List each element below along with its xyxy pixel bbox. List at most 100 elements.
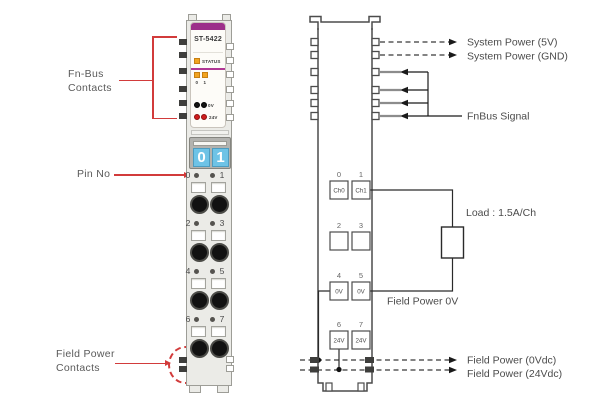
label-system-power-5v: System Power (5V) xyxy=(467,37,557,49)
24v-led xyxy=(194,114,200,120)
pin-number: 1 xyxy=(219,170,225,180)
terminal-hole xyxy=(190,243,209,262)
pin-number: 7 xyxy=(219,314,225,324)
pin-box-6 xyxy=(329,330,349,350)
fnbus-contact-tab xyxy=(179,100,187,106)
terminal-hole xyxy=(210,339,229,358)
terminal-release-slot xyxy=(211,230,226,241)
label-fnbus-signal: FnBus Signal xyxy=(467,111,529,123)
pin-number: 4 xyxy=(185,266,191,276)
pin-row-4-5: 4 5 xyxy=(184,266,232,312)
pin-box-5 xyxy=(351,281,371,301)
pin-dot xyxy=(210,220,215,226)
pin-no-leader-line xyxy=(114,174,184,176)
pin-number: 2 xyxy=(185,218,191,228)
24v-led-label: 24V xyxy=(209,115,218,120)
svg-text:5: 5 xyxy=(359,271,363,280)
module-notch xyxy=(226,365,234,372)
module-foot-left xyxy=(189,385,201,393)
field-power-contact-tab xyxy=(179,357,187,363)
fnbus-contact-tab xyxy=(179,39,187,45)
pin-dot xyxy=(194,268,199,274)
module-foot-right xyxy=(217,385,229,393)
svg-text:0V: 0V xyxy=(357,289,365,296)
terminal-hole xyxy=(190,339,209,358)
module-notch xyxy=(226,43,234,50)
arrow-right xyxy=(449,356,457,364)
status-led-label: STATUS xyxy=(202,59,221,64)
pin-dot xyxy=(194,172,199,178)
label-system-power-gnd: System Power (GND) xyxy=(467,51,568,63)
label-field-power-0v: Field Power 0V xyxy=(387,296,458,308)
pin-dot xyxy=(194,220,199,226)
module-notch xyxy=(226,100,234,107)
pin-row-6-7: 6 7 xyxy=(184,314,232,360)
arrow-right xyxy=(449,366,457,374)
terminal-hole xyxy=(210,291,229,310)
0v-led xyxy=(194,102,200,108)
svg-text:2: 2 xyxy=(337,221,341,230)
wiring-diagram: System Power (5V) System Power (GND) FnB… xyxy=(300,15,568,392)
pin-box-2 xyxy=(329,231,349,251)
svg-text:6: 6 xyxy=(337,320,341,329)
pin-number: 3 xyxy=(219,218,225,228)
arrow-left xyxy=(400,68,408,76)
fnbus-bracket-bottom xyxy=(152,117,177,119)
svg-text:24V: 24V xyxy=(333,338,345,345)
load-circuit xyxy=(317,189,465,370)
panel-color-band xyxy=(191,23,225,30)
pin-number: 5 xyxy=(219,266,225,276)
pin-dot xyxy=(210,172,215,178)
svg-text:4: 4 xyxy=(337,271,341,280)
field-power-contacts-label: Field Power Contacts xyxy=(56,347,115,375)
pin-no-label: Pin No xyxy=(77,168,111,180)
panel-magenta-divider xyxy=(191,68,225,70)
display-digit-0: 0 xyxy=(193,148,210,167)
fnbus-contacts-label-line2: Contacts xyxy=(68,82,112,94)
field-power-leader-line xyxy=(115,362,166,364)
fnbus-bracket-vline xyxy=(152,36,154,119)
fnbus-signal-wires xyxy=(380,70,401,118)
fnbus-contact-tab xyxy=(179,68,187,74)
terminal-release-slot xyxy=(211,182,226,193)
label-field-power-0vdc: Field Power (0Vdc) xyxy=(467,355,556,367)
module-notch xyxy=(226,57,234,64)
terminal-hole xyxy=(190,195,209,214)
status-led xyxy=(194,58,200,64)
24v-led xyxy=(201,114,207,120)
module-notch xyxy=(226,356,234,363)
module-groove xyxy=(191,130,229,135)
pin-row-2-3: 2 3 xyxy=(184,218,232,264)
svg-text:Ch1: Ch1 xyxy=(355,188,367,195)
svg-text:0: 0 xyxy=(337,170,341,179)
pin-box-1 xyxy=(351,180,371,200)
panel-divider xyxy=(193,52,223,53)
terminal-hole xyxy=(210,243,229,262)
field-power-contact-tab xyxy=(179,366,187,372)
terminal-release-slot xyxy=(191,326,206,337)
terminal-release-slot xyxy=(191,230,206,241)
pin-dot xyxy=(194,316,199,322)
fnbus-bracket-mid xyxy=(119,79,153,81)
svg-text:7: 7 xyxy=(359,320,363,329)
module-front-panel: ST-5422 STATUS 0 1 0V 24V xyxy=(190,22,226,128)
fnbus-contact-tab xyxy=(179,86,187,92)
module-notch xyxy=(226,71,234,78)
channel-0-led xyxy=(194,72,200,78)
load-box xyxy=(440,226,465,259)
terminal-release-slot xyxy=(191,182,206,193)
arrowheads xyxy=(400,38,457,374)
channel-1-led xyxy=(202,72,208,78)
fnbus-contact-tab xyxy=(179,52,187,58)
label-load: Load : 1.5A/Ch xyxy=(466,207,536,219)
svg-text:24V: 24V xyxy=(355,338,367,345)
schematic-field-power-tabs xyxy=(310,357,374,373)
svg-text:0V: 0V xyxy=(335,289,343,296)
arrow-left xyxy=(400,99,408,107)
pin-number: 0 xyxy=(185,170,191,180)
id-display: 0 1 xyxy=(189,137,231,169)
label-field-power-24vdc: Field Power (24Vdc) xyxy=(467,368,562,380)
display-digit-1: 1 xyxy=(212,148,229,167)
junction-dot-24v xyxy=(336,366,342,373)
